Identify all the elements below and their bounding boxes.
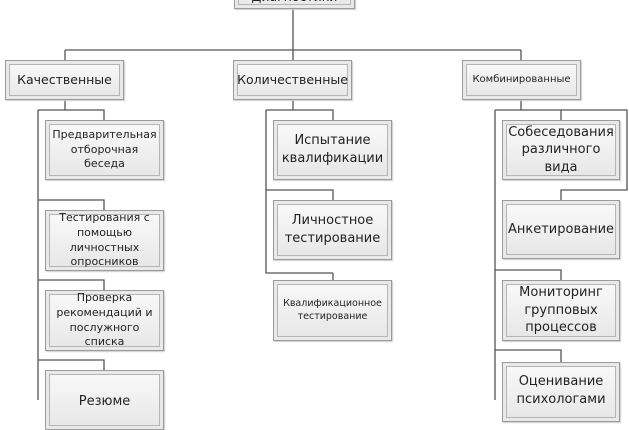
node-interviews: Собеседования различного вида bbox=[502, 120, 620, 180]
node-group-monitoring: Мониторинг групповых процессов bbox=[502, 280, 620, 341]
node-qualification-testing: Квалификационное тестирование bbox=[273, 280, 392, 341]
node-preliminary-interview: Предварительная отборочная беседа bbox=[45, 120, 164, 180]
node-resume: Резюме bbox=[45, 370, 164, 430]
node-psychologist-assessment: Оценивание психологами bbox=[502, 362, 620, 422]
category-combined: Комбинированные bbox=[462, 60, 581, 100]
category-quantitative: Количественные bbox=[233, 60, 352, 100]
category-qualitative: Качественные bbox=[5, 60, 124, 100]
connector-lines bbox=[37, 9, 628, 400]
root-node: Диагностики bbox=[234, 0, 355, 9]
node-qualification-trial: Испытание квалификации bbox=[273, 120, 392, 180]
node-personality-questionnaires: Тестирования с помощью личностных опросн… bbox=[45, 210, 164, 271]
node-questionnaire: Анкетирование bbox=[502, 200, 620, 259]
node-references-check: Проверка рекомендаций и послужного списк… bbox=[45, 290, 164, 351]
node-personality-testing: Личностное тестирование bbox=[273, 200, 392, 260]
